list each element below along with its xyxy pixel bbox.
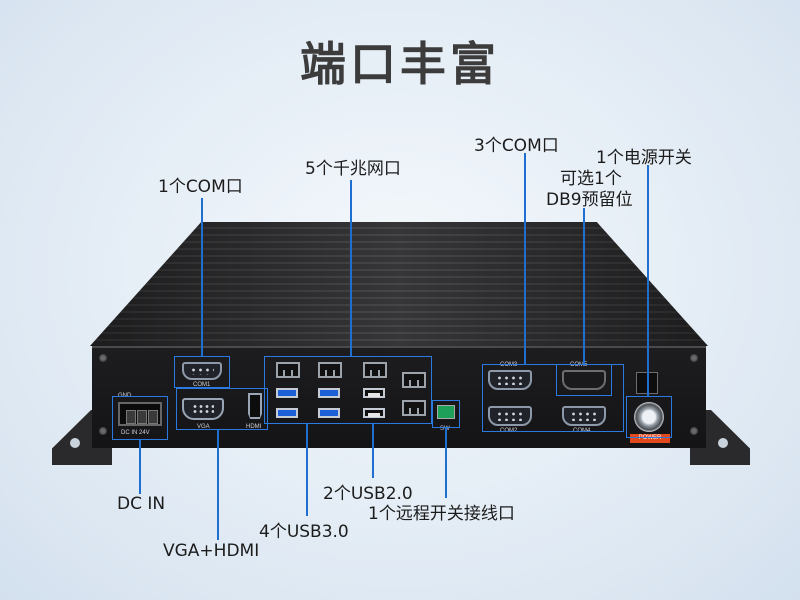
- remote-switch-terminal: [437, 405, 455, 419]
- sw-highlight-box: [432, 400, 460, 428]
- usb2-port: [363, 408, 385, 418]
- remote-switch-callout-label: 1个远程开关接线口: [368, 504, 515, 524]
- lan-callout-label: 5个千兆网口: [305, 159, 401, 179]
- heatsink-shading: [90, 222, 708, 346]
- lan-port: [318, 362, 342, 378]
- mounting-hole-right: [718, 438, 728, 448]
- usb3-port: [276, 408, 298, 418]
- hdmi-port-label: HDMI: [246, 424, 262, 430]
- dc-in-callout-line: [139, 440, 141, 494]
- com1-callout-label: 1个COM口: [158, 177, 243, 197]
- lan-callout-line: [350, 180, 352, 356]
- panel-screw: [690, 427, 698, 435]
- vga-hdmi-callout-label: VGA+HDMI: [163, 541, 260, 561]
- sw-label: SW: [440, 426, 450, 432]
- com1-highlight-box: [174, 356, 230, 388]
- power-switch-callout-label: 1个电源开关: [596, 148, 692, 168]
- db9-reserved-slot: [562, 370, 606, 390]
- com-ports-highlight-box: [482, 364, 624, 432]
- com1-callout-line: [201, 198, 203, 356]
- vga-port-label: VGA: [197, 424, 210, 430]
- dc-in-callout-label: DC IN: [117, 494, 166, 514]
- dc-in-highlight-box: [112, 396, 168, 440]
- panel-screw: [99, 354, 107, 362]
- lan-port: [402, 400, 426, 416]
- com5-highlight-box: [556, 364, 612, 396]
- sw-callout-line: [445, 428, 447, 498]
- usb3-callout-label: 4个USB3.0: [259, 522, 349, 542]
- com4-port: [562, 406, 606, 426]
- com2-port: [488, 406, 532, 426]
- panel-screw: [99, 427, 107, 435]
- usb3-port: [318, 388, 340, 398]
- db9-reserved-callout-line: [583, 208, 585, 364]
- usb2-callout-line: [372, 424, 374, 478]
- vga-port: [182, 398, 224, 420]
- com3-port: [488, 370, 532, 390]
- vga-hdmi-highlight-box: [176, 388, 268, 430]
- panel-screw: [690, 354, 698, 362]
- com3-callout-line: [524, 153, 526, 364]
- lan-usb-highlight-box: [264, 356, 432, 424]
- com3-port-label: COM3: [500, 362, 518, 368]
- heatsink-fins: [90, 222, 708, 346]
- mounting-hole-left: [70, 438, 80, 448]
- usb2-callout-label: 2个USB2.0: [323, 484, 413, 504]
- com3-callout-label: 3个COM口: [474, 136, 559, 156]
- com1-port-label: COM1: [193, 382, 211, 388]
- power-highlight-box: [626, 396, 672, 438]
- hdmi-port: [248, 393, 262, 419]
- lan-port: [276, 362, 300, 378]
- com5-port-label: COM5: [570, 362, 588, 368]
- db9-reserved-callout-label-1: 可选1个: [560, 169, 622, 189]
- db9-reserved-callout-label-2: DB9预留位: [546, 190, 633, 210]
- page-title: 端口丰富: [300, 37, 500, 91]
- usb3-port: [276, 388, 298, 398]
- power-label: POWER: [630, 434, 670, 443]
- usb2-port: [363, 388, 385, 398]
- power-button: [634, 402, 664, 432]
- usb3-port: [318, 408, 340, 418]
- power-callout-line: [647, 165, 649, 396]
- vga-hdmi-callout-line: [217, 430, 219, 540]
- dc-in-port: [118, 402, 162, 426]
- lan-port: [363, 362, 387, 378]
- lan-port: [402, 372, 426, 388]
- dc-in-port-label: DC IN 24V: [121, 430, 150, 436]
- usb3-callout-line: [306, 424, 308, 516]
- com1-port: [182, 362, 222, 380]
